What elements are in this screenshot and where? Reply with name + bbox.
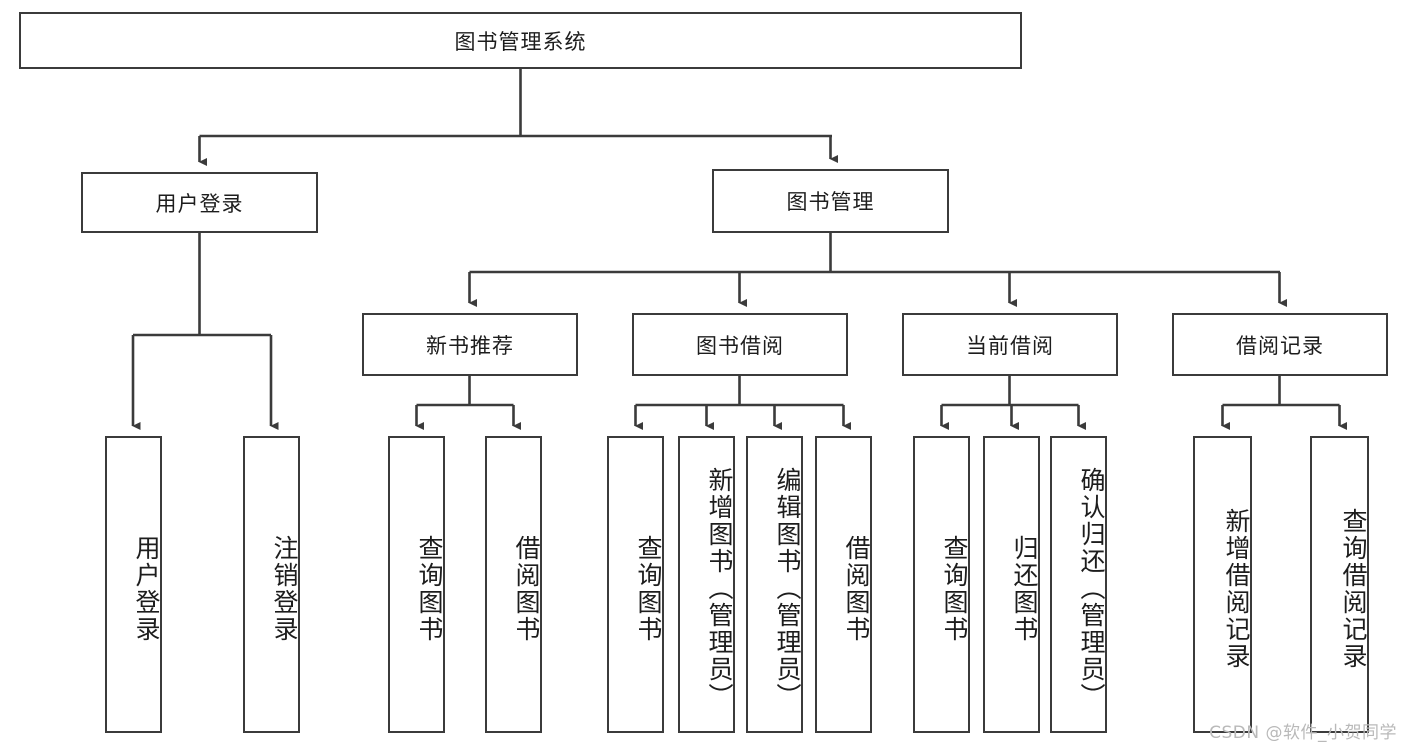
- node-user-login-label: 用户登录: [155, 191, 244, 216]
- leaf-bookborrow-borrow-book-label: 借阅图书: [842, 534, 871, 643]
- node-current-borrow[interactable]: 当前借阅: [902, 313, 1118, 376]
- leaf-borrowrecord-query-record[interactable]: 查询借阅记录: [1310, 436, 1369, 733]
- leaf-borrowrecord-query-record-label: 查询借阅记录: [1339, 507, 1368, 670]
- leaf-bookborrow-edit-book[interactable]: 编辑图书（管理员）: [746, 436, 803, 733]
- node-book-management-label: 图书管理: [786, 190, 875, 214]
- leaf-bookborrow-query-book[interactable]: 查询图书: [607, 436, 664, 733]
- leaf-borrowrecord-add-record[interactable]: 新增借阅记录: [1193, 436, 1252, 733]
- node-root[interactable]: 图书管理系统: [19, 12, 1022, 69]
- leaf-newbook-query-book-label: 查询图书: [415, 534, 444, 643]
- csdn-watermark: CSDN @软件_小贺同学: [1209, 723, 1397, 743]
- leaf-newbook-borrow-book[interactable]: 借阅图书: [485, 436, 542, 733]
- leaf-currentborrow-confirm-return-label: 确认归还（管理员）: [1077, 467, 1106, 710]
- leaf-user-login-label: 用户登录: [132, 534, 161, 643]
- leaf-bookborrow-add-book-label: 新增图书（管理员）: [705, 467, 734, 710]
- leaf-borrowrecord-add-record-label: 新增借阅记录: [1222, 507, 1251, 670]
- node-book-borrow[interactable]: 图书借阅: [632, 313, 848, 376]
- leaf-currentborrow-return-book[interactable]: 归还图书: [983, 436, 1040, 733]
- leaf-currentborrow-query-book-label: 查询图书: [940, 534, 969, 643]
- leaf-bookborrow-query-book-label: 查询图书: [634, 534, 663, 643]
- node-new-book-recommend[interactable]: 新书推荐: [362, 313, 578, 376]
- leaf-logout[interactable]: 注销登录: [243, 436, 300, 733]
- leaf-bookborrow-edit-book-label: 编辑图书（管理员）: [773, 467, 802, 710]
- leaf-newbook-query-book[interactable]: 查询图书: [388, 436, 445, 733]
- node-borrow-record[interactable]: 借阅记录: [1172, 313, 1388, 376]
- leaf-user-login[interactable]: 用户登录: [105, 436, 162, 733]
- node-user-login[interactable]: 用户登录: [81, 172, 318, 233]
- leaf-bookborrow-add-book[interactable]: 新增图书（管理员）: [678, 436, 735, 733]
- leaf-currentborrow-query-book[interactable]: 查询图书: [913, 436, 970, 733]
- leaf-bookborrow-borrow-book[interactable]: 借阅图书: [815, 436, 872, 733]
- leaf-currentborrow-return-book-label: 归还图书: [1010, 534, 1039, 643]
- node-book-management[interactable]: 图书管理: [712, 169, 949, 233]
- node-current-borrow-label: 当前借阅: [966, 333, 1054, 358]
- node-new-book-recommend-label: 新书推荐: [426, 333, 514, 358]
- leaf-currentborrow-confirm-return[interactable]: 确认归还（管理员）: [1050, 436, 1107, 733]
- node-book-borrow-label: 图书借阅: [696, 333, 784, 358]
- node-borrow-record-label: 借阅记录: [1236, 333, 1324, 358]
- leaf-logout-label: 注销登录: [270, 534, 299, 643]
- leaf-newbook-borrow-book-label: 借阅图书: [512, 534, 541, 643]
- node-root-label: 图书管理系统: [454, 29, 587, 54]
